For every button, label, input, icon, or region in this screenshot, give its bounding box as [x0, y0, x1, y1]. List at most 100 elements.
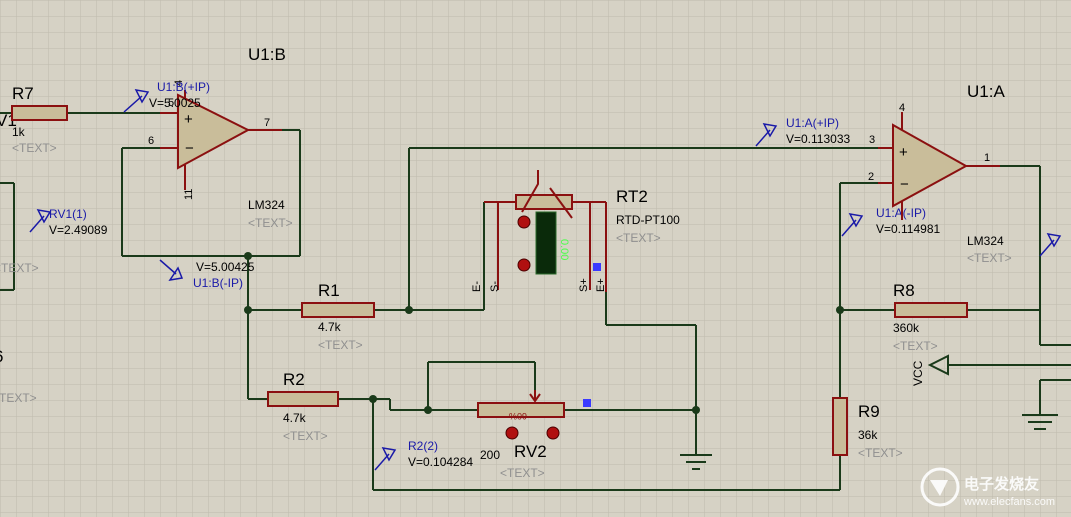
junctions: [244, 252, 844, 414]
r8-ref: R8: [893, 281, 915, 300]
r7-ref: R7: [12, 84, 34, 103]
resistor-body: [301, 302, 375, 318]
decrease-button-icon[interactable]: [505, 426, 519, 440]
probe-name: R2(2): [408, 439, 438, 453]
rt2-pin-s-minus: S-: [489, 281, 501, 292]
voltage-probe-u1a-ip[interactable]: U1:A(+IP) V=0.113033: [755, 116, 850, 147]
minus-sign: −: [900, 176, 909, 193]
probe-value: V=2.49089: [49, 223, 108, 237]
u1b-pin-minus: 6: [148, 135, 154, 147]
r1-text: <TEXT>: [318, 338, 363, 352]
selection-handle[interactable]: [583, 399, 591, 407]
opamp-u1a[interactable]: + − 4 3 2 1 U1:A LM324 <TEXT>: [868, 82, 1012, 265]
resistor-r7[interactable]: R7 1k <TEXT>: [11, 84, 68, 155]
probe-name: RV1(1): [49, 207, 87, 221]
junction-dot: [836, 306, 844, 314]
vcc-terminal[interactable]: VCC: [911, 354, 949, 386]
rv2-value: 200: [480, 448, 500, 462]
opamp-u1b[interactable]: + − 4 5 6 11 7 U1:B LM324 <TEXT>: [148, 45, 293, 230]
watermark: 电子发烧友 www.elecfans.com: [920, 467, 1055, 508]
r2-value: 4.7k: [283, 411, 307, 425]
u1b-text: <TEXT>: [248, 216, 293, 230]
resistor-body: [894, 302, 968, 318]
probe-arrow-icon: [374, 447, 397, 471]
u1b-model: LM324: [248, 198, 285, 212]
rv2-percent: 60%: [509, 411, 527, 421]
r7-value: 1k: [12, 125, 26, 139]
minus-sign: −: [185, 140, 194, 157]
rt2-pin-e-minus: E-: [471, 281, 483, 292]
u1a-pin-out: 1: [984, 152, 990, 164]
plus-sign: +: [899, 144, 908, 161]
resistor-r8[interactable]: R8 360k <TEXT>: [893, 281, 968, 353]
junction-dot: [405, 306, 413, 314]
rt2-ref: RT2: [616, 187, 648, 206]
left-text-placeholder: <TEXT>: [0, 261, 39, 275]
probe-name: U1:B(+IP): [157, 80, 210, 94]
junction-dot: [692, 406, 700, 414]
u1a-pin-top: 4: [899, 102, 905, 114]
increase-button-icon[interactable]: [546, 426, 560, 440]
probe-name: U1:B(-IP): [193, 276, 243, 290]
u1b-pin-top: 4: [173, 80, 185, 86]
probe-arrow-icon: [841, 213, 864, 237]
potentiometer-body: [477, 402, 565, 418]
rv2-text: <TEXT>: [500, 466, 545, 480]
increase-button-icon[interactable]: [517, 258, 531, 272]
voltage-probe-rv1[interactable]: RV1(1) V=2.49089: [29, 207, 108, 237]
u1b-pin-bottom: 11: [183, 189, 195, 200]
r8-value: 360k: [893, 321, 920, 335]
junction-dot: [244, 252, 252, 260]
rtd-rt2[interactable]: 0.00 E- S- S+ E+ RT2 RTD-PT100 <TEXT>: [471, 170, 680, 292]
r9-text: <TEXT>: [858, 446, 903, 460]
watermark-logo-icon: [920, 467, 960, 507]
probe-arrow-icon: [755, 123, 778, 147]
vcc-label: VCC: [911, 360, 925, 386]
r1-ref: R1: [318, 281, 340, 300]
rtd-display: [535, 211, 557, 275]
r9-ref: R9: [858, 402, 880, 421]
ground-symbol-right: [1022, 414, 1058, 430]
voltage-probe-r2[interactable]: R2(2) V=0.104284: [374, 439, 473, 471]
r7-text: <TEXT>: [12, 141, 57, 155]
watermark-text: 电子发烧友: [964, 475, 1039, 493]
resistor-r2[interactable]: R2 4.7k <TEXT>: [267, 370, 339, 443]
rt2-pin-s-plus: S+: [578, 278, 590, 292]
junction-dot: [369, 395, 377, 403]
u1b-pin-out: 7: [264, 117, 270, 129]
resistor-r1[interactable]: R1 4.7k <TEXT>: [301, 281, 375, 352]
probe-value: V=0.113033: [786, 132, 850, 146]
rtd-display-value: 0.00: [558, 239, 570, 260]
potentiometer-rv2[interactable]: 60% 200 RV2 <TEXT>: [477, 390, 591, 480]
u1a-pin-plus: 3: [869, 134, 875, 146]
rt2-text: <TEXT>: [616, 231, 661, 245]
decrease-button-icon[interactable]: [517, 215, 531, 229]
plus-sign: +: [184, 111, 193, 128]
wiper-arrow-icon: [529, 390, 541, 403]
probe-arrow-icon: [159, 259, 184, 282]
voltage-probe-output[interactable]: [1039, 233, 1062, 257]
opamp-triangle: [177, 93, 251, 170]
u1b-ref: U1:B: [248, 45, 286, 64]
probe-value: V=5.0025: [149, 96, 201, 110]
probe-arrow-icon: [29, 209, 52, 233]
resistor-r9[interactable]: R9 36k <TEXT>: [832, 397, 903, 460]
power-terminal-icon: [927, 354, 949, 376]
u1a-ref: U1:A: [967, 82, 1005, 101]
junction-dot: [244, 306, 252, 314]
voltage-probe-u1b-ip[interactable]: U1:B(+IP) V=5.0025: [123, 80, 210, 113]
r2-ref: R2: [283, 370, 305, 389]
r9-value: 36k: [858, 428, 878, 442]
selection-handle[interactable]: [593, 263, 601, 271]
rv2-ref: RV2: [514, 442, 547, 461]
voltage-probe-u1b-in[interactable]: V=5.00425 U1:B(-IP): [159, 259, 255, 290]
left-text-placeholder-2: <TEXT>: [0, 391, 37, 405]
rtd-thermal-mark: [521, 170, 539, 213]
u1b-pin-plus: 5: [168, 97, 174, 109]
rt2-pin-e-plus: E+: [595, 278, 607, 292]
probe-name: U1:A(+IP): [786, 116, 839, 130]
resistor-body: [832, 397, 848, 456]
ground-symbol: [680, 454, 712, 470]
probe-arrow-icon: [123, 89, 150, 113]
